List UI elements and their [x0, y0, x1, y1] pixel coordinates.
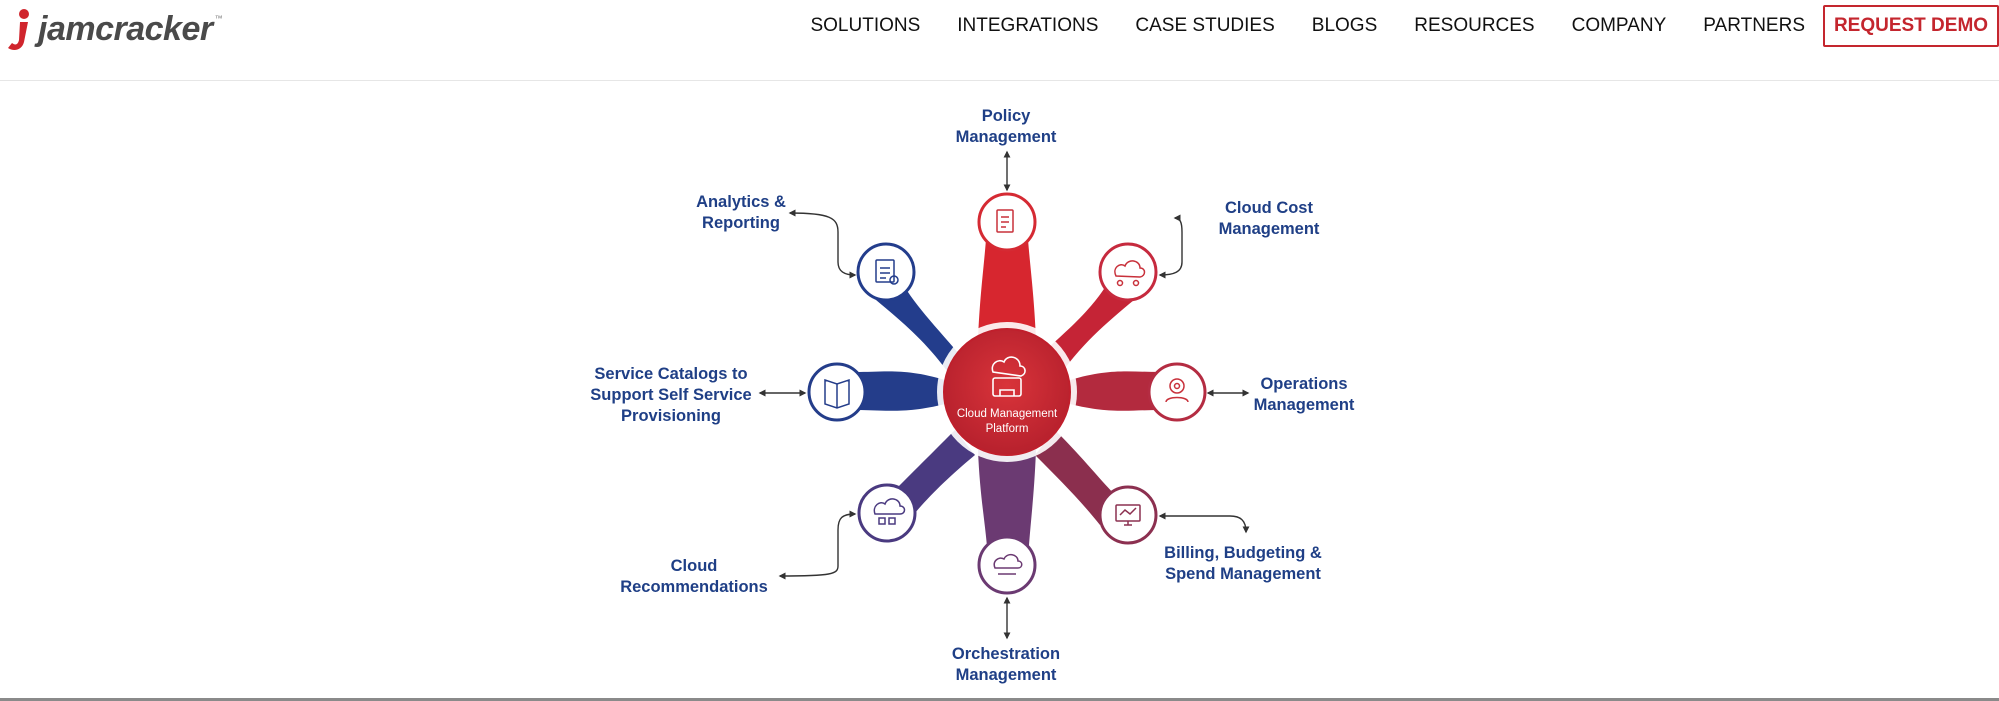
label-orchestration-management: Orchestration Management — [951, 645, 1061, 684]
billing-monitor-icon — [1115, 504, 1141, 526]
catalog-book-icon — [824, 378, 850, 409]
nav-company[interactable]: COMPANY — [1571, 15, 1667, 36]
node-circles — [807, 192, 1207, 595]
jamcracker-logo[interactable]: jamcracker ™ — [4, 4, 223, 54]
logo-mark-icon — [8, 9, 29, 50]
label-service-catalogs: Service Catalogs to Support Self Service… — [590, 365, 752, 425]
label-policy-management: Policy Management — [955, 107, 1057, 146]
request-demo-button[interactable]: REQUEST DEMO — [1823, 5, 1999, 47]
analytics-report-icon — [875, 259, 899, 285]
cloud-cost-icon — [1114, 260, 1146, 287]
orchestration-icon — [993, 553, 1023, 575]
nav-solutions[interactable]: SOLUTIONS — [810, 15, 921, 36]
analytics-node[interactable] — [856, 242, 916, 302]
center-circle — [943, 328, 1071, 456]
cloud-recommendation-icon — [873, 498, 906, 525]
label-billing-budgeting: Billing, Budgeting & Spend Management — [1164, 544, 1322, 583]
nav-resources[interactable]: RESOURCES — [1414, 15, 1535, 36]
label-operations-management: Operations Management — [1253, 375, 1355, 414]
label-cloud-cost-management: Cloud Cost Management — [1218, 199, 1320, 238]
operations-node[interactable] — [1147, 362, 1207, 422]
policy-node[interactable] — [977, 192, 1037, 252]
orchestration-node[interactable] — [977, 535, 1037, 595]
nav-integrations[interactable]: INTEGRATIONS — [957, 15, 1099, 36]
label-cloud-recommendations: Cloud Recommendations — [620, 557, 768, 596]
billing-node[interactable] — [1098, 485, 1158, 545]
recommendations-node[interactable] — [857, 483, 917, 543]
logo-trademark: ™ — [214, 14, 223, 23]
main-nav: SOLUTIONS INTEGRATIONS CASE STUDIES BLOG… — [810, 0, 1999, 52]
label-analytics-reporting: Analytics & Reporting — [696, 193, 786, 232]
policy-document-icon — [996, 209, 1014, 233]
logo-text: jamcracker — [38, 9, 213, 48]
cloud-platform-icon — [991, 356, 1026, 397]
gear-people-icon — [1165, 378, 1189, 403]
nav-blogs[interactable]: BLOGS — [1311, 15, 1378, 36]
center-platform-label: Cloud Management Platform — [956, 408, 1058, 435]
nav-partners[interactable]: PARTNERS — [1703, 15, 1805, 36]
connector-arrows — [758, 150, 1250, 640]
catalog-node[interactable] — [807, 362, 867, 422]
page-bottom-divider — [0, 698, 1999, 701]
nav-case-studies[interactable]: CASE STUDIES — [1135, 15, 1275, 36]
cloud-cost-node[interactable] — [1098, 242, 1158, 302]
top-navigation-bar: jamcracker ™ SOLUTIONS INTEGRATIONS CASE… — [0, 0, 1999, 81]
